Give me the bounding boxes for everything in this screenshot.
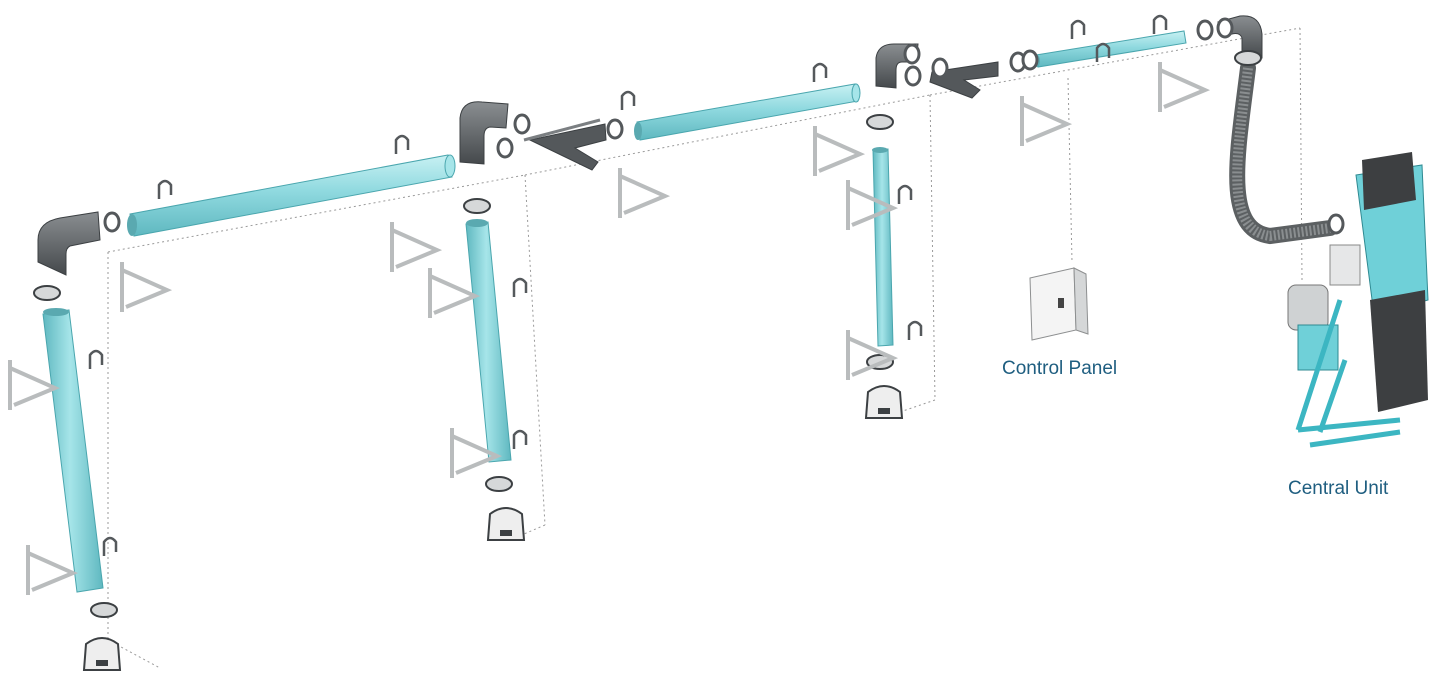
wall-bracket-1	[10, 360, 55, 410]
coupling-ring-10	[933, 59, 947, 77]
coupling-ring-12	[1329, 215, 1343, 233]
pipe-v3	[872, 147, 893, 346]
u-hanger-1	[159, 181, 171, 199]
clamp-collar-4	[486, 477, 512, 491]
elbow-1	[38, 212, 100, 275]
wall-bracket-8	[815, 126, 860, 176]
coupling-ring-9	[906, 67, 920, 85]
wall-inlet-3	[866, 386, 902, 418]
clamp-collar-1	[34, 286, 60, 300]
diagram-title-cropped	[0, 0, 400, 4]
wall-bracket-3	[122, 262, 167, 312]
u-hanger-2	[396, 136, 408, 154]
wall-bracket-5	[430, 268, 475, 318]
pipe-h1	[127, 155, 455, 236]
u-hanger-8	[90, 351, 102, 369]
u-hanger-10	[514, 279, 526, 297]
flex-hose	[1237, 68, 1330, 236]
pipe-v2	[466, 219, 511, 462]
clamp-collar-6	[91, 603, 117, 617]
coupling-ring-2	[608, 120, 622, 138]
wall-inlet-1	[84, 638, 120, 670]
wall-bracket-11	[1022, 96, 1067, 146]
clamp-collar-7	[1235, 51, 1261, 65]
u-hanger-13	[909, 322, 921, 340]
coupling-ring-6	[515, 115, 529, 133]
coupling-ring-7	[498, 139, 512, 157]
coupling-ring-5	[1218, 19, 1232, 37]
u-hanger-4	[814, 64, 826, 82]
coupling-ring-8	[905, 45, 919, 63]
wall-bracket-4	[392, 222, 437, 272]
clamp-collar-2	[464, 199, 490, 213]
clamp-collar-3	[867, 115, 893, 129]
control-panel-label: Control Panel	[1002, 358, 1117, 380]
wall-bracket-12	[1160, 62, 1205, 112]
u-hanger-9	[104, 538, 116, 556]
central-unit-label: Central Unit	[1288, 478, 1388, 500]
central-unit-machine	[1288, 152, 1428, 445]
u-hanger-6	[1154, 16, 1166, 34]
coupling-ring-1	[105, 213, 119, 231]
u-hanger-7	[1072, 21, 1084, 39]
u-hanger-11	[514, 431, 526, 449]
wall-bracket-2	[28, 545, 73, 595]
coupling-ring-11	[1023, 51, 1037, 69]
wall-bracket-7	[620, 168, 665, 218]
control-panel-box	[1030, 268, 1088, 340]
u-hanger-12	[899, 186, 911, 204]
y-branch-1	[524, 120, 606, 170]
coupling-ring-4	[1198, 21, 1212, 39]
wall-inlet-2	[488, 508, 524, 540]
u-hanger-3	[622, 92, 634, 110]
